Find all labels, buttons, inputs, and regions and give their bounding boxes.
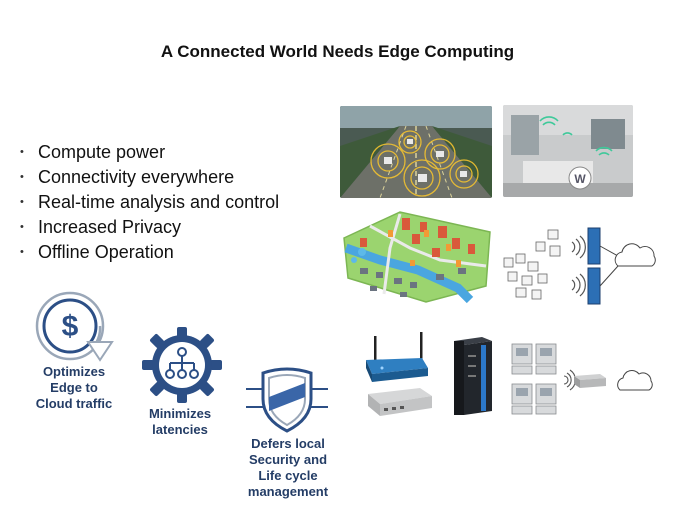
caption-line: Defers local bbox=[251, 436, 325, 451]
smart-city-map-image bbox=[340, 208, 495, 304]
bullet-text: Increased Privacy bbox=[38, 217, 182, 237]
edge-server-image bbox=[452, 335, 494, 417]
bullet-dot: • bbox=[20, 171, 24, 183]
svg-text:$: $ bbox=[62, 310, 79, 343]
bullet-dot: • bbox=[20, 196, 24, 208]
fanless-pc-image bbox=[364, 386, 434, 418]
caption-line: Security and bbox=[248, 452, 328, 467]
caption-line: Edge to bbox=[50, 380, 98, 395]
caption-line: Minimizes bbox=[148, 406, 212, 421]
wifi-gateway-image bbox=[362, 330, 430, 382]
benefit-caption-traffic: Optimizes Edge to Cloud traffic bbox=[12, 364, 136, 412]
caption-line: Life cycle bbox=[258, 468, 318, 483]
bullet-dot: • bbox=[20, 221, 24, 233]
shield-icon bbox=[246, 367, 328, 433]
bullet-dot: • bbox=[20, 146, 24, 158]
benefit-caption-latency: Minimizes latencies bbox=[126, 406, 234, 438]
smart-traffic-image bbox=[340, 106, 492, 198]
bullet-item: • Increased Privacy bbox=[20, 215, 279, 240]
benefit-caption-security: Defers local Security and Life cycle man… bbox=[226, 436, 350, 500]
caption-line: management bbox=[247, 484, 329, 499]
smart-home-image: W bbox=[503, 105, 633, 197]
sensor-network-diagram bbox=[500, 218, 660, 308]
bullet-text: Real-time analysis and control bbox=[38, 192, 280, 212]
dollar-recycle-icon: $ bbox=[32, 290, 118, 366]
bullet-text: Compute power bbox=[38, 142, 166, 162]
bullet-text: Connectivity everywhere bbox=[38, 167, 235, 187]
caption-line: Optimizes bbox=[42, 364, 106, 379]
caption-line: latencies bbox=[152, 422, 208, 437]
bullet-item: • Compute power bbox=[20, 140, 279, 165]
caption-line: Cloud traffic bbox=[35, 396, 113, 411]
bullet-text: Offline Operation bbox=[38, 242, 174, 262]
bullet-item: • Connectivity everywhere bbox=[20, 165, 279, 190]
bullet-item: • Real-time analysis and control bbox=[20, 190, 279, 215]
slide-title: A Connected World Needs Edge Computing bbox=[160, 42, 515, 61]
factory-machines-diagram bbox=[508, 340, 656, 420]
bullet-list: •Compute power •Connectivity everywhere … bbox=[20, 140, 279, 265]
svg-text:W: W bbox=[574, 172, 586, 186]
gear-network-icon bbox=[140, 327, 224, 403]
bullet-dot: • bbox=[20, 246, 24, 258]
bullet-item: • Offline Operation bbox=[20, 240, 279, 265]
